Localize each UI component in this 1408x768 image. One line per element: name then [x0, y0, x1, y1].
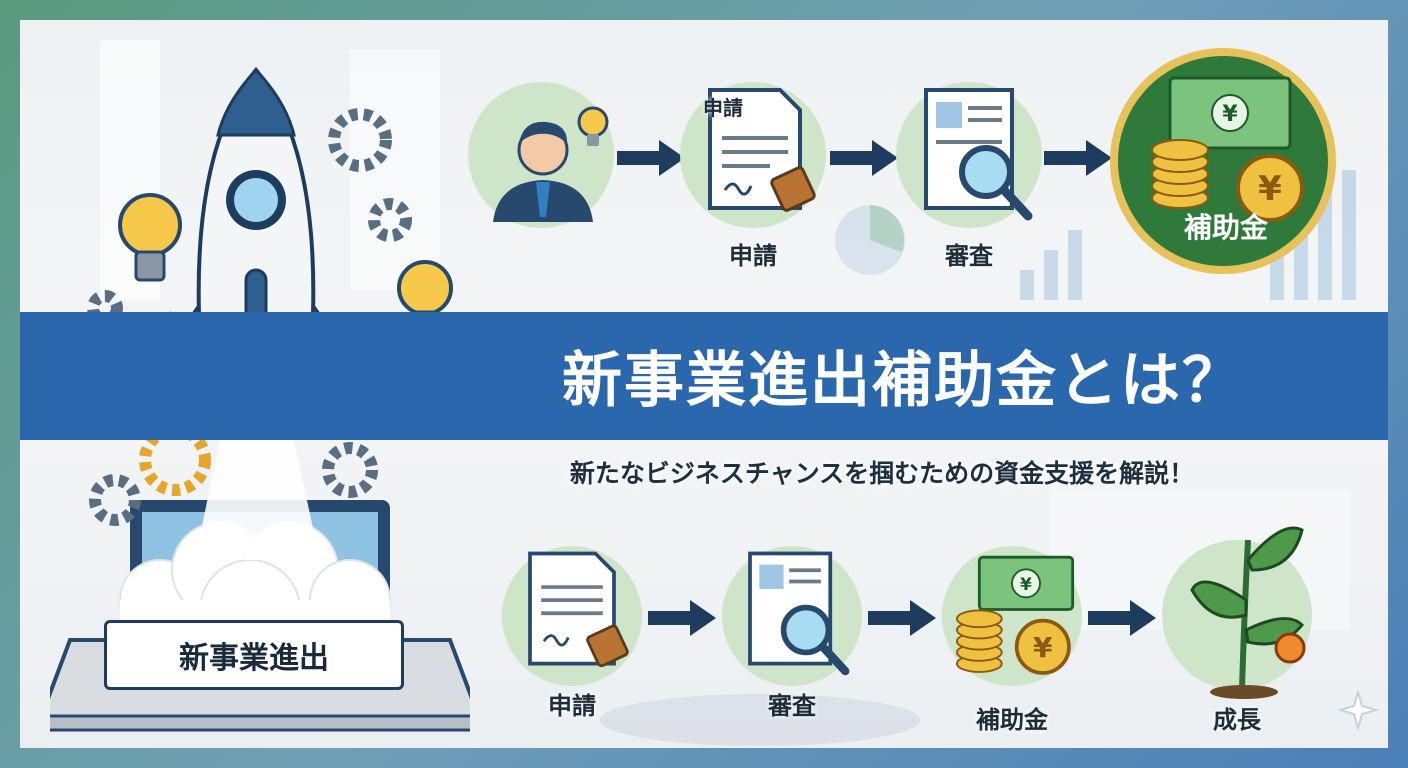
- sparkle-icon: [1338, 690, 1378, 730]
- arrow-right-icon: [617, 140, 685, 176]
- top-step-label-subsidy: 補助金: [1183, 211, 1268, 244]
- lightbulb-icon: [118, 193, 453, 338]
- title-banner: [20, 312, 1388, 440]
- page-subtitle: 新たなビジネスチャンスを掴むための資金支援を解説！: [569, 459, 1195, 488]
- top-step-label-application: 申請: [729, 242, 777, 270]
- page-title: 新事業進出補助金とは？: [562, 345, 1244, 416]
- arrow-right-icon: [648, 600, 716, 636]
- application-document-icon: [708, 88, 816, 212]
- review-magnifier-icon: [924, 88, 1033, 221]
- top-doc-title: 申請: [703, 96, 743, 120]
- bottom-step-label-review: 審査: [768, 692, 816, 720]
- new-business-plate: 新事業進出: [104, 620, 404, 690]
- arrow-right-icon: [830, 140, 898, 176]
- bottom-step-label-subsidy: 補助金: [976, 706, 1048, 734]
- svg-text:¥: ¥: [1020, 574, 1032, 594]
- infographic-canvas: 新事業進出 申請 申請 審査: [20, 20, 1388, 748]
- bottom-step-label-growth: 成長: [1213, 706, 1261, 734]
- arrow-right-icon: [1088, 600, 1156, 636]
- arrow-right-icon: [1044, 140, 1112, 176]
- review-magnifier-icon: [748, 551, 850, 676]
- exhaust-trail-icon: [195, 400, 320, 560]
- growth-plant-icon: [1190, 526, 1306, 699]
- subsidy-money-icon: ¥ ¥: [1151, 76, 1304, 222]
- top-step-label-review: 審査: [945, 242, 993, 270]
- subsidy-money-icon: ¥ ¥: [956, 555, 1075, 675]
- application-document-icon: [528, 551, 629, 668]
- arrow-right-icon: [868, 600, 936, 636]
- bottom-step-label-application: 申請: [548, 692, 596, 720]
- businessman-idea-icon: [493, 106, 609, 222]
- svg-text:¥: ¥: [1258, 169, 1282, 209]
- background-decor: [100, 40, 1356, 746]
- svg-text:¥: ¥: [1033, 631, 1053, 664]
- svg-text:¥: ¥: [1222, 102, 1238, 127]
- plate-label: 新事業進出: [179, 641, 329, 676]
